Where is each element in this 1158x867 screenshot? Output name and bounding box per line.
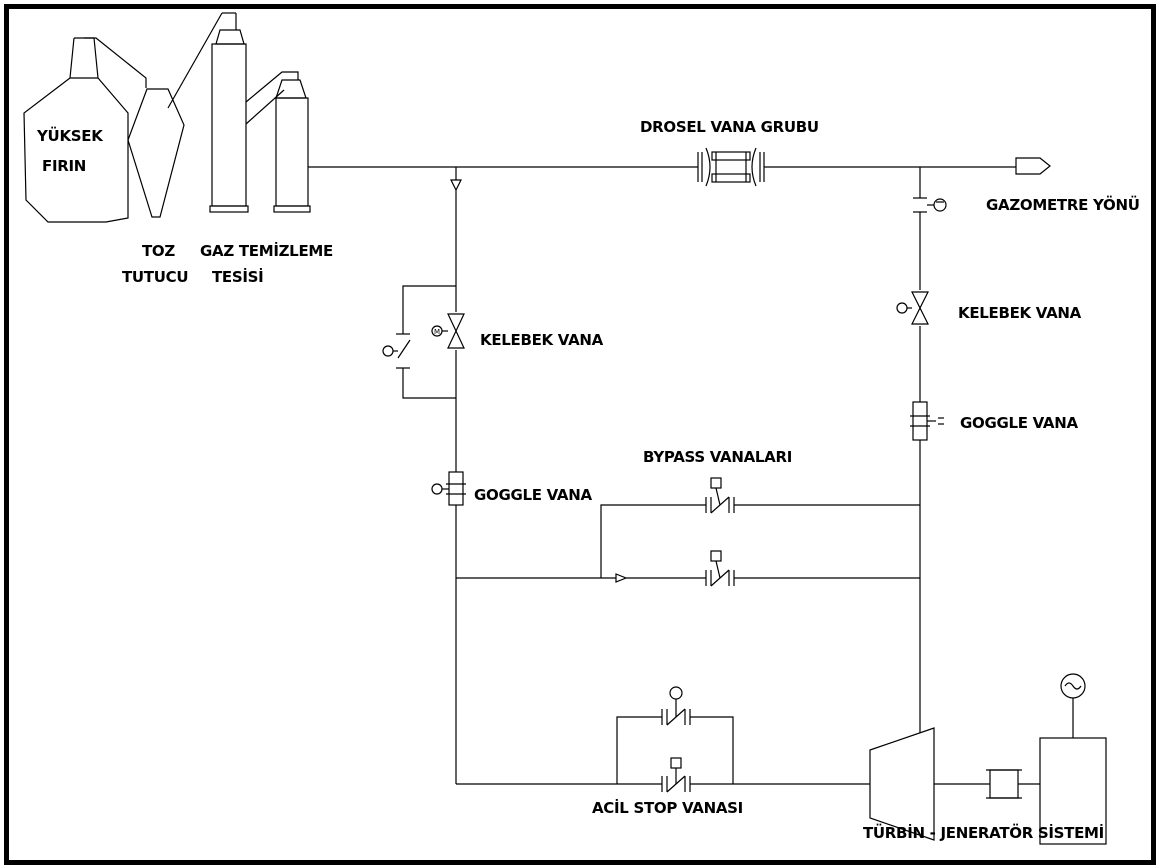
label-turbin-jenerator: TÜRBİN - JENERATÖR SİSTEMİ xyxy=(863,823,1104,842)
left-goggle-valve xyxy=(431,471,466,506)
left-butterfly-valve: M xyxy=(431,313,465,349)
svg-text:M: M xyxy=(434,328,440,336)
blast-furnace-offtake-pipe xyxy=(84,37,147,88)
acil-stop-bypass xyxy=(616,716,734,784)
acil-stop-upper-valve xyxy=(661,686,691,726)
acil-stop-lower-valve xyxy=(661,757,691,793)
label-kelebek-vana-right: KELEBEK VANA xyxy=(958,304,1082,322)
label-bypass-vanalari: BYPASS VANALARI xyxy=(643,448,792,466)
gas-cleaning-tower-1 xyxy=(209,13,249,213)
generator xyxy=(1039,673,1107,845)
label-drosel-vana-grubu: DROSEL VANA GRUBU xyxy=(640,118,819,136)
label-yuksek-firin-1: YÜKSEK xyxy=(36,126,104,145)
right-gate-valve xyxy=(913,197,947,213)
label-yuksek-firin-2: FIRIN xyxy=(42,157,86,175)
left-butterfly-bypass xyxy=(382,285,456,399)
bypass-upper-valve xyxy=(705,477,735,514)
bypass-lower-valve xyxy=(705,550,735,587)
turbine xyxy=(869,727,935,841)
label-goggle-vana-right: GOGGLE VANA xyxy=(960,414,1078,432)
label-gazometre-yonu: GAZOMETRE YÖNÜ xyxy=(986,195,1140,214)
right-butterfly-valve xyxy=(896,291,929,325)
main-gas-header xyxy=(308,157,1051,175)
left-branch-line xyxy=(450,167,462,784)
label-acil-stop-vanasi: ACİL STOP VANASI xyxy=(592,798,743,817)
label-toz-tutucu-2: TUTUCU xyxy=(122,268,188,286)
right-goggle-valve xyxy=(910,401,944,441)
bypass-upper-line xyxy=(600,504,920,578)
coupling xyxy=(986,769,1022,799)
label-goggle-vana-left: GOGGLE VANA xyxy=(474,486,592,504)
gas-cleaning-pipe xyxy=(245,71,299,125)
diagram-frame xyxy=(4,4,1156,865)
label-gaz-temizleme-2: TESİSİ xyxy=(212,267,263,286)
dust-catcher xyxy=(127,12,236,218)
blast-furnace xyxy=(23,37,129,223)
label-gaz-temizleme-1: GAZ TEMİZLEME xyxy=(200,241,333,260)
gas-cleaning-tower-2 xyxy=(273,79,311,213)
label-toz-tutucu-1: TOZ xyxy=(142,242,175,260)
bypass-lower-line xyxy=(456,573,920,583)
drosel-valve-group xyxy=(697,147,765,187)
label-kelebek-vana-left: KELEBEK VANA xyxy=(480,331,604,349)
